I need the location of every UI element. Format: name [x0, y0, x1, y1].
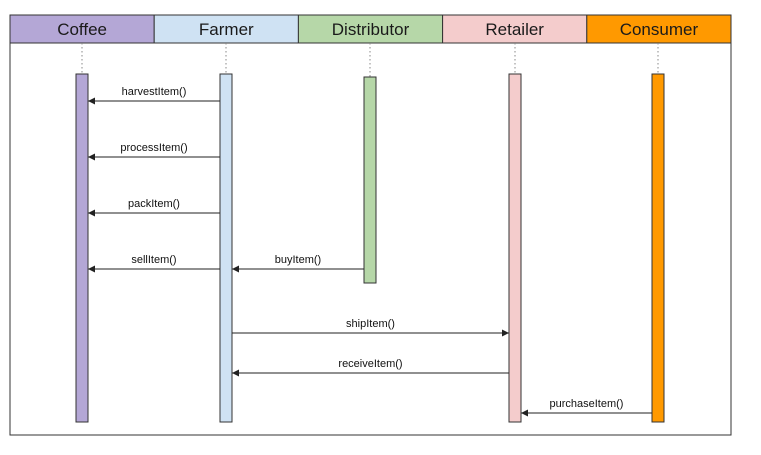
activation-bar-retailer [508, 73, 522, 423]
participant-label-consumer: Consumer [620, 20, 699, 39]
participant-headers: Coffee Farmer Distributor Retailer Consumer [9, 14, 732, 44]
message-label: harvestItem() [122, 86, 187, 98]
messages: harvestItem() processItem() packItem() sell… [88, 86, 652, 417]
message-label: purchaseItem() [550, 398, 624, 410]
activation-bar-consumer [651, 73, 665, 423]
participant-header-coffee [9, 14, 155, 44]
activation-bar-coffee [75, 73, 89, 423]
lifelines [75, 43, 665, 423]
participant-label-coffee: Coffee [57, 20, 107, 39]
message-label: packItem() [128, 198, 180, 210]
participant-header-farmer [153, 14, 299, 44]
message-label: receiveItem() [338, 358, 402, 370]
participant-label-retailer: Retailer [485, 20, 544, 39]
message-label: buyItem() [275, 254, 321, 266]
activation-bar-distributor [363, 76, 377, 284]
participant-header-consumer [586, 14, 732, 44]
message-label: processItem() [120, 142, 187, 154]
participant-label-farmer: Farmer [199, 20, 254, 39]
message-label: shipItem() [346, 318, 395, 330]
participant-label-distributor: Distributor [332, 20, 410, 39]
activation-bar-farmer [219, 73, 233, 423]
message-label: sellItem() [131, 254, 176, 266]
